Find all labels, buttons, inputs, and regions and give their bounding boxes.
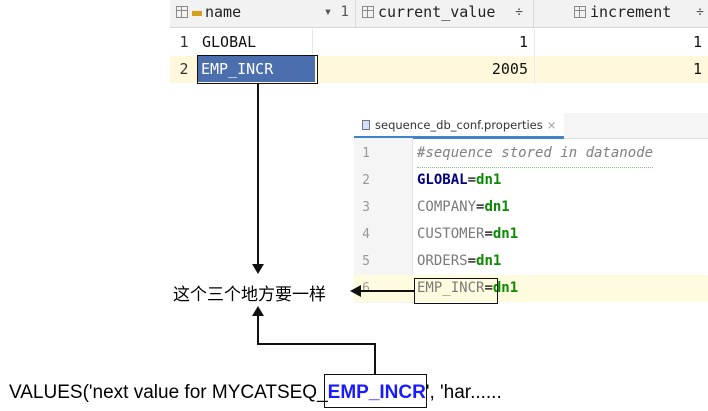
code-line[interactable]: 3 COMPANY=dn1: [354, 194, 708, 221]
highlight-box-grid: [197, 55, 318, 84]
properties-editor: sequence_db_conf.properties× 1 #sequence…: [354, 113, 708, 303]
grid-header: name ▾ 1 current_value ÷ increment ÷: [170, 0, 708, 28]
sort-indicator[interactable]: ÷: [696, 5, 704, 20]
cell-current-value[interactable]: 1: [518, 33, 528, 51]
arrow-left-icon: [350, 285, 361, 297]
code-line[interactable]: 1 #sequence stored in datanode: [354, 140, 708, 168]
property-key: GLOBAL: [417, 172, 468, 188]
column-divider: [534, 56, 535, 83]
highlight-box-sql: [324, 374, 427, 408]
line-number: 5: [362, 254, 370, 269]
line-number: 2: [362, 173, 370, 188]
line-number: 4: [362, 227, 370, 242]
property-key: COMPANY: [417, 199, 477, 215]
connector-line: [257, 343, 376, 345]
tab-sequence-db-conf[interactable]: sequence_db_conf.properties×: [354, 113, 565, 139]
cell-name[interactable]: GLOBAL: [202, 33, 257, 51]
file-icon: [362, 120, 370, 130]
line-number: 6: [362, 281, 370, 296]
connector-line: [257, 316, 259, 344]
code-line[interactable]: 4 CUSTOMER=dn1: [354, 221, 708, 248]
equals-sign: =: [484, 280, 493, 296]
equals-sign: =: [484, 226, 493, 242]
connector-line: [374, 344, 376, 374]
property-value: dn1: [484, 199, 510, 215]
equals-sign: =: [476, 199, 485, 215]
highlight-box-editor: [414, 278, 498, 304]
row-number: 1: [179, 33, 189, 51]
column-header-name[interactable]: name ▾ 1: [170, 0, 356, 27]
close-icon[interactable]: ×: [546, 118, 557, 132]
arrow-down-icon: [252, 264, 264, 274]
table-row[interactable]: 1 GLOBAL 1 1: [170, 29, 708, 56]
cell-name-selected[interactable]: EMP_INCR: [197, 56, 315, 82]
equals-sign: =: [467, 172, 477, 188]
table-icon: [362, 6, 374, 18]
column-divider: [534, 29, 535, 56]
result-grid: name ▾ 1 current_value ÷ increment ÷ 1 G…: [170, 0, 708, 83]
key-icon: [192, 11, 202, 16]
sql-sequence-name: EMP_INCR: [327, 382, 426, 403]
cell-increment[interactable]: 1: [692, 60, 702, 78]
sort-indicator[interactable]: ÷: [515, 5, 523, 20]
column-divider: [312, 29, 313, 56]
code-line-current[interactable]: 6 EMP_INCR=dn1: [354, 275, 708, 302]
sql-snippet: VALUES('next value for MYCATSEQ_EMP_INCR…: [9, 382, 502, 404]
property-key: ORDERS: [417, 253, 468, 269]
property-value: dn1: [476, 253, 502, 269]
sql-suffix: ', 'har......: [425, 382, 502, 403]
line-number: 3: [362, 200, 370, 215]
sort-indicator[interactable]: ▾ 1: [323, 4, 349, 20]
property-value: dn1: [492, 226, 519, 242]
cell-increment[interactable]: 1: [692, 33, 702, 51]
property-value: dn1: [492, 280, 519, 296]
cell-current-value[interactable]: 2005: [491, 60, 528, 78]
table-icon: [574, 6, 586, 18]
column-header-current-value[interactable]: current_value ÷: [356, 0, 534, 27]
annotation-label: 这个三个地方要一样: [173, 285, 326, 305]
table-row[interactable]: 2 EMP_INCR 2005 1: [170, 56, 708, 83]
table-icon: [176, 6, 188, 18]
arrow-up-icon: [252, 306, 264, 316]
property-value: dn1: [476, 172, 502, 188]
property-key: EMP_INCR: [417, 280, 485, 296]
comment-text: #sequence stored in datanode: [417, 140, 654, 168]
connector-line: [257, 84, 259, 266]
tab-bar: sequence_db_conf.properties×: [354, 113, 708, 139]
connector-line: [360, 290, 414, 292]
property-key: CUSTOMER: [417, 226, 485, 242]
row-number: 2: [179, 60, 189, 78]
sql-prefix: VALUES('next value for MYCATSEQ_: [9, 382, 328, 403]
column-header-increment[interactable]: increment ÷: [534, 0, 708, 27]
code-line[interactable]: 5 ORDERS=dn1: [354, 248, 708, 275]
code-line[interactable]: 2 GLOBAL=dn1: [354, 167, 708, 194]
equals-sign: =: [467, 253, 477, 269]
line-number: 1: [362, 146, 370, 161]
